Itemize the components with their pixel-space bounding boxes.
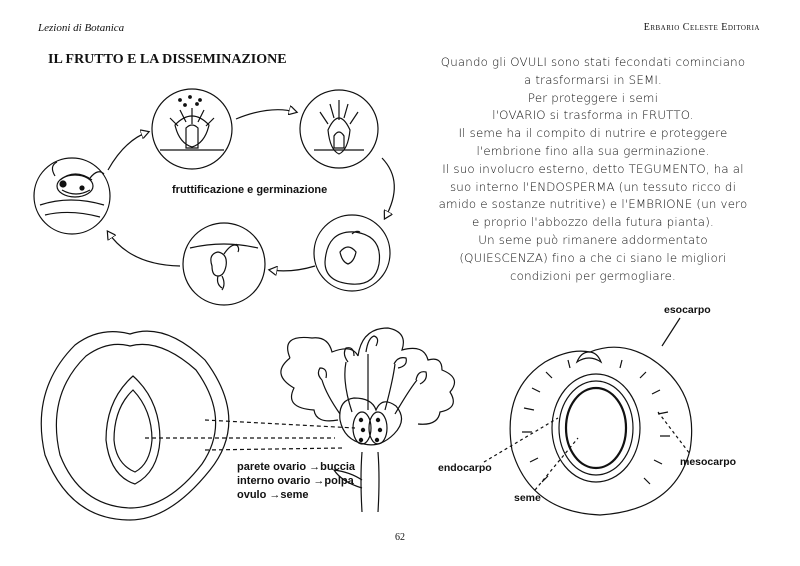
legend-item: parete ovario →buccia <box>237 461 355 473</box>
cycle-stage-fruit <box>313 214 391 292</box>
para-line: Un seme può rimanere addormentato <box>478 232 708 247</box>
cycle-diagram <box>33 88 395 306</box>
cycle-stage-fertilization <box>299 89 379 169</box>
peach-section <box>483 317 693 516</box>
page-title: IL FRUTTO E LA DISSEMINAZIONE <box>48 52 287 67</box>
label-mesocarpo: mesocarpo <box>680 456 737 468</box>
para-line: (QUIESCENZA) fino a che ci siano le migl… <box>459 250 727 265</box>
legend-item: ovulo →seme <box>237 489 309 501</box>
label-seme: seme <box>514 492 541 504</box>
legend: parete ovario →buccia interno ovario →po… <box>237 460 355 502</box>
label-esocarpo: esocarpo <box>664 304 711 316</box>
para-line: condizioni per germogliare. <box>509 268 677 283</box>
para-line: Il seme ha il compito di nutrire e prote… <box>458 126 728 141</box>
cycle-stage-germination <box>182 222 266 306</box>
para-line: a trasformarsi in SEMI. <box>523 72 663 87</box>
para-line: suo interno l'ENDOSPERMA (un tessuto ric… <box>449 179 737 194</box>
header-publisher: Erbario Celeste Editoria <box>643 22 760 33</box>
header-book-title: Lezioni di Botanica <box>38 22 125 34</box>
para-line: e proprio l'abbozzo della futura pianta)… <box>472 215 714 230</box>
para-line: Per proteggere i semi <box>527 90 659 105</box>
para-line: Il suo involucro esterno, detto TEGUMENT… <box>442 161 744 176</box>
cycle-stage-pollination <box>33 157 111 235</box>
para-line: l'embrione fino alla sua germinazione. <box>476 143 710 158</box>
legend-item: interno ovario →polpa <box>237 475 354 487</box>
cycle-stage-flower <box>151 88 233 170</box>
cycle-label: fruttificazione e germinazione <box>172 184 328 196</box>
flower-section <box>204 327 456 513</box>
para-line: l'OVARIO si trasforma in FRUTTO. <box>492 108 694 123</box>
fruit-section-left <box>40 330 335 521</box>
para-line: Quando gli OVULI sono stati fecondati co… <box>440 55 746 69</box>
body-paragraph: Quando gli OVULI sono stati fecondati co… <box>408 54 778 285</box>
para-line: amido e sostanze nutritive) e l'EMBRIONE… <box>438 197 748 212</box>
label-endocarpo: endocarpo <box>438 462 492 474</box>
page-number: 62 <box>395 532 405 543</box>
